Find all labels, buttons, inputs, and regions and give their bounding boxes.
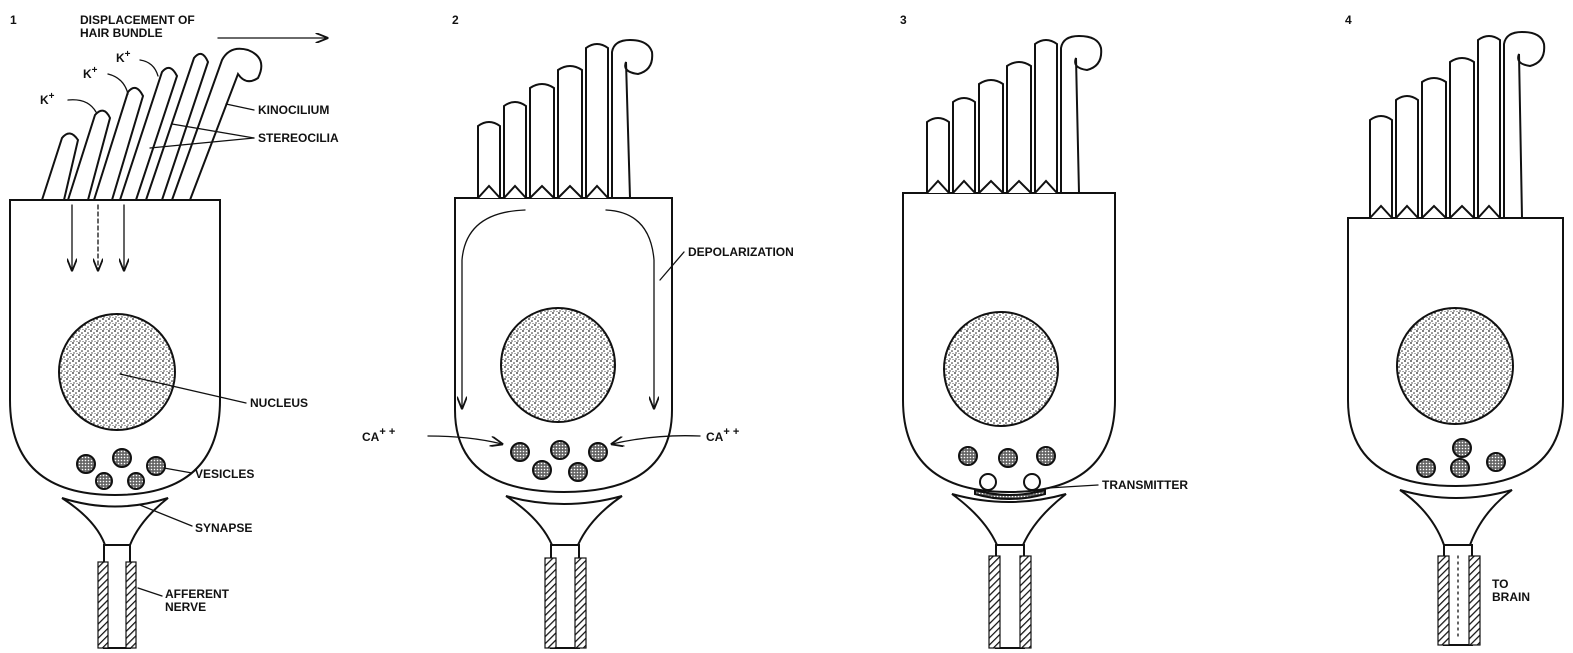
potassium-ion-3: K+ xyxy=(116,49,131,65)
potassium-path-3 xyxy=(140,60,158,76)
kinocilium xyxy=(1061,36,1101,193)
to-brain-label-line2: BRAIN xyxy=(1492,590,1530,604)
vesicle xyxy=(511,443,529,461)
vesicle xyxy=(147,457,165,475)
transmitter-label: TRANSMITTER xyxy=(1102,478,1188,492)
nerve-sheath xyxy=(575,558,586,648)
nucleus xyxy=(59,314,175,430)
vesicle xyxy=(1451,459,1469,477)
synapse-label: SYNAPSE xyxy=(195,521,252,535)
afferent-nerve-label-line1: AFFERENT xyxy=(165,587,230,601)
panel-number: 3 xyxy=(900,13,907,27)
calcium-ion-left: CA+ + xyxy=(362,426,395,444)
nerve-sheath xyxy=(126,562,136,648)
vesicle xyxy=(999,449,1017,467)
panel-3: 3 TRANSMITTER xyxy=(900,13,1188,648)
vesicle xyxy=(1453,439,1471,457)
calcium-ion-right: CA+ + xyxy=(706,426,739,444)
potassium-path-1 xyxy=(68,100,96,112)
synapse xyxy=(506,496,622,545)
synapse xyxy=(952,494,1066,545)
stereocilia-bundle xyxy=(927,40,1057,193)
nucleus xyxy=(1397,308,1513,424)
panel-number: 1 xyxy=(10,13,17,27)
kinocilium-leader xyxy=(226,104,254,110)
afferent-leader xyxy=(138,588,162,596)
vesicle xyxy=(1037,447,1055,465)
nerve-sheath xyxy=(98,562,108,648)
afferent-nerve-label-line2: NERVE xyxy=(165,600,206,614)
stereocilia-bundle xyxy=(478,44,608,198)
depolarization-label: DEPOLARIZATION xyxy=(688,245,794,259)
panel-2: 2 DEPOLARIZATION CA+ + CA+ + xyxy=(362,13,794,648)
nerve-sheath xyxy=(989,556,1000,648)
synapse xyxy=(62,498,168,545)
stereocilia-label: STEREOCILIA xyxy=(258,131,339,145)
vesicle xyxy=(96,473,112,489)
potassium-path-2 xyxy=(108,74,128,94)
displacement-label-line1: DISPLACEMENT OF xyxy=(80,13,195,27)
vesicle xyxy=(128,473,144,489)
fusing-vesicle xyxy=(980,474,996,490)
nerve-sheath xyxy=(1020,556,1031,648)
vesicle xyxy=(533,461,551,479)
vesicle xyxy=(113,449,131,467)
nucleus xyxy=(944,312,1058,426)
panel-1: 1 DISPLACEMENT OF HAIR BUNDLE K+ K+ K+ xyxy=(10,13,339,648)
nerve-sheath xyxy=(1438,556,1449,645)
nerve-sheath xyxy=(1469,556,1480,645)
vesicle xyxy=(569,463,587,481)
potassium-ion-1: K+ xyxy=(40,91,55,107)
to-brain-label-line1: TO xyxy=(1492,577,1508,591)
vesicle xyxy=(589,443,607,461)
kinocilium xyxy=(612,40,652,198)
synapse xyxy=(1400,490,1512,545)
nucleus xyxy=(501,308,615,422)
nerve-sheath xyxy=(545,558,556,648)
vesicle xyxy=(1487,453,1505,471)
vesicles-label: VESICLES xyxy=(195,467,254,481)
potassium-ion-2: K+ xyxy=(83,65,98,81)
vesicle xyxy=(959,447,977,465)
vesicle xyxy=(1417,459,1435,477)
vesicle xyxy=(77,455,95,473)
panel-4: 4 TO BRAIN xyxy=(1345,13,1563,645)
panel-number: 2 xyxy=(452,13,459,27)
nucleus-label: NUCLEUS xyxy=(250,396,308,410)
kinocilium xyxy=(1504,32,1544,218)
vesicle xyxy=(551,441,569,459)
fusing-vesicle xyxy=(1024,474,1040,490)
panel-number: 4 xyxy=(1345,13,1352,27)
displacement-label-line2: HAIR BUNDLE xyxy=(80,26,163,40)
stereocilia-bundle xyxy=(1370,36,1500,218)
kinocilium-label: KINOCILIUM xyxy=(258,103,329,117)
